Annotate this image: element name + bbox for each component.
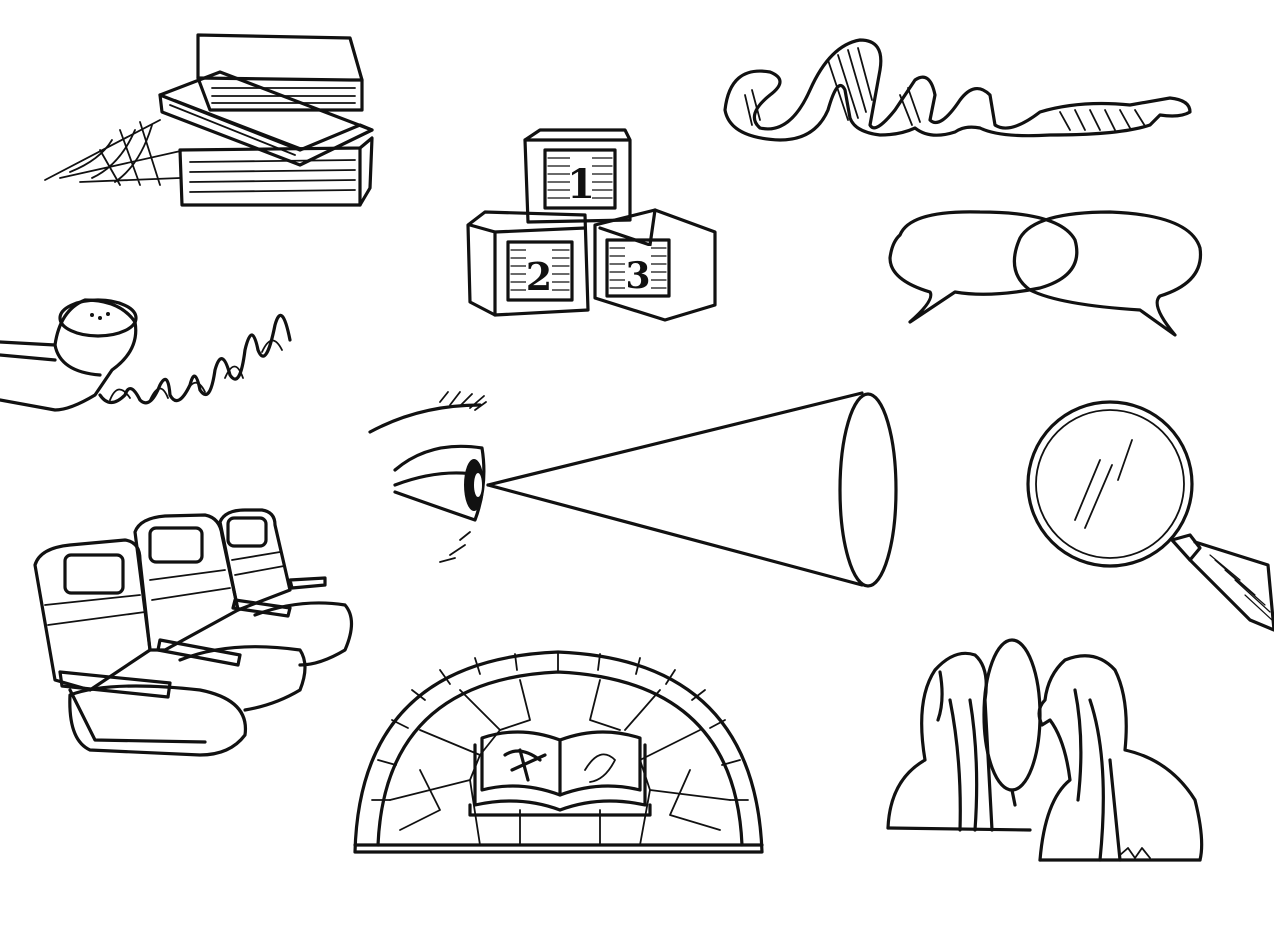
block-label-3: 3 [625,255,650,297]
telephone-receiver-icon [0,298,292,412]
magnifying-glass-icon [1026,400,1274,632]
block-label-2: 2 [526,254,552,299]
overlapping-speech-bubbles-icon [888,210,1203,337]
block-label-1: 1 [567,161,595,208]
cobweb [44,119,186,186]
two-figures-mirror-icon [886,638,1204,862]
waiting-room-seats-icon [33,508,354,757]
number-blocks-icon: 1 2 3 [466,128,717,322]
block-1: 1 [523,128,632,224]
book-stack-icon [44,33,374,207]
block-2: 2 [466,210,590,317]
arched-window-open-book-icon [353,650,764,854]
eye-vision-cone-icon [368,391,898,588]
block-3: 3 [593,208,717,322]
ribbon-scroll-icon [723,38,1192,142]
